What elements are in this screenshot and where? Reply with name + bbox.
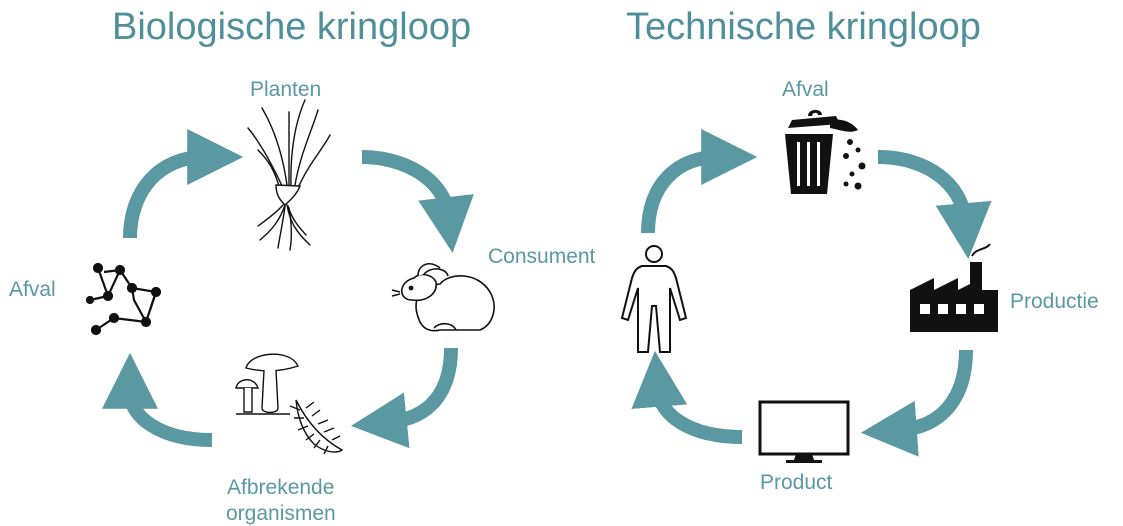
label-organismen: organismen <box>226 502 336 525</box>
television-icon <box>758 400 850 463</box>
label-afval-bio: Afval <box>9 278 56 301</box>
grass-plant-icon <box>247 99 331 251</box>
tech-arrow-bottom-to-left <box>631 350 743 444</box>
bio-arrow-top-to-right <box>361 150 474 253</box>
label-planten: Planten <box>250 78 322 101</box>
bio-arrow-right-to-bottom <box>350 347 458 449</box>
rabbit-icon <box>391 263 495 332</box>
label-afbrekende: Afbrekende <box>227 476 335 499</box>
label-productie: Productie <box>1010 290 1099 313</box>
tech-arrow-left-to-top <box>641 129 758 234</box>
person-icon <box>620 245 688 353</box>
bio-arrow-bottom-to-left <box>102 352 213 447</box>
label-consument: Consument <box>488 245 596 268</box>
waste-molecule-icon <box>85 262 162 336</box>
mushroom-millipede-icon <box>235 353 344 455</box>
label-afval-tech: Afval <box>782 78 829 101</box>
biological-cycle-title: Biologische kringloop <box>112 6 472 48</box>
tech-arrow-top-to-right <box>877 150 992 260</box>
factory-icon <box>910 243 998 332</box>
bio-arrow-left-to-top <box>123 129 244 239</box>
trash-can-icon <box>785 109 866 194</box>
label-product: Product <box>760 471 833 494</box>
technical-cycle-title: Technische kringloop <box>626 6 981 48</box>
tech-arrow-right-to-bottom <box>860 349 973 457</box>
